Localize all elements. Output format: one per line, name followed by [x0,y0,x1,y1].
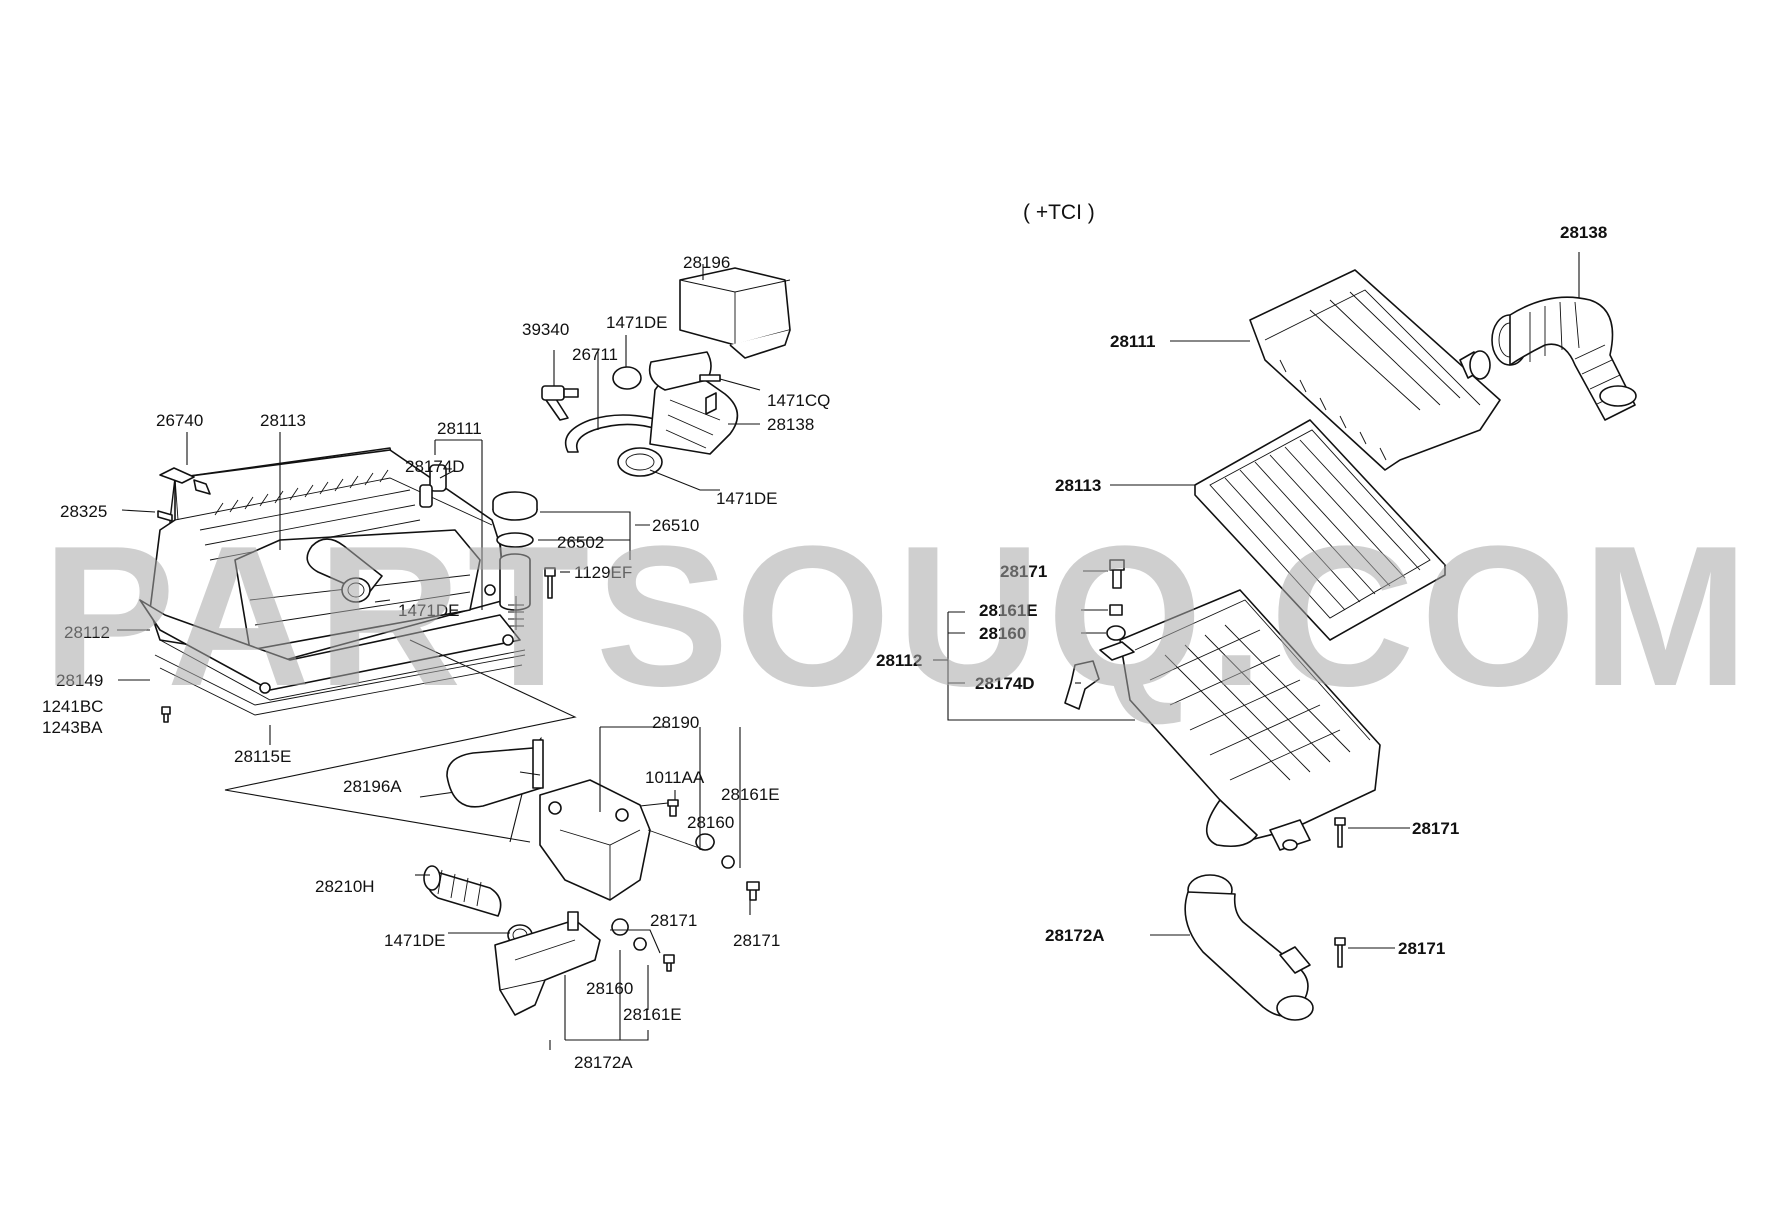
label-1241bc: 1241BC [42,697,103,716]
label-28196a: 28196A [343,777,402,796]
label-28171-a: 28171 [733,931,780,950]
label-26740: 26740 [156,411,203,430]
bracket-28190 [539,779,651,901]
label-28174d: 28174D [405,457,465,476]
screw-1011aa [667,799,679,817]
label-r-28113: 28113 [1055,476,1101,495]
duct-28172a-right [1184,874,1314,1021]
upper-cover-28111 [1249,269,1501,471]
label-1243ba: 1243BA [42,718,103,737]
bolt-1241bc [161,706,171,723]
label-1471cq: 1471CQ [767,391,830,410]
label-28171-b: 28171 [650,911,697,930]
label-26502: 26502 [557,533,604,552]
label-28113: 28113 [260,411,306,430]
label-28161e-b: 28161E [623,1005,682,1024]
left-assembly [117,264,791,1050]
label-28160-b: 28160 [586,979,633,998]
label-28190: 28190 [652,713,699,732]
label-r-28171-top: 28171 [1000,562,1047,581]
label-r-28112: 28112 [876,651,922,670]
sensor-39340 [541,385,579,401]
label-39340: 39340 [522,320,569,339]
bolt-28171-top [1109,559,1125,589]
label-1471de-mid: 1471DE [398,601,459,620]
label-1471de-top: 1471DE [606,313,667,332]
collar-28161e-b [633,937,647,951]
lower-case-28112 [1119,589,1381,851]
sensor-26740 [159,467,211,495]
label-r-28171-mid: 28171 [1412,819,1459,838]
right-assembly [933,252,1637,1021]
label-28115e: 28115E [234,747,291,766]
resonator-28196 [679,267,791,359]
bolt-28171-b [663,954,675,972]
label-28210h: 28210H [315,877,375,896]
label-1129ef: 1129EF [574,563,632,582]
label-28161e-a: 28161E [721,785,780,804]
label-r-28172a: 28172A [1045,926,1105,945]
label-28111: 28111 [437,419,482,438]
tab-28174d [1099,641,1135,661]
label-r-28111: 28111 [1110,332,1155,351]
bolt-28171-a [746,881,760,901]
label-r-28174d: 28174D [975,674,1035,693]
duct-28196a [446,736,544,808]
label-r-28161e: 28161E [979,601,1038,620]
grommet-28160-b [611,918,629,936]
variant-label: ( +TCI ) [1023,201,1095,224]
label-28160-a: 28160 [687,813,734,832]
label-r-28171-low: 28171 [1398,939,1445,958]
grommet-28160-right [1106,625,1126,641]
label-28325: 28325 [60,502,107,521]
intake-hose-28138 [617,351,739,477]
label-26711: 26711 [572,345,618,364]
label-28196: 28196 [683,253,730,272]
label-1471de-low: 1471DE [384,931,445,950]
collar-28161e-right [1109,604,1123,616]
bolt-28171-mid [1334,817,1346,848]
label-26510: 26510 [652,516,699,535]
right-labels: ( +TCI ) 28138 28111 28113 28171 28161E … [876,201,1607,958]
air-cleaner-housing [139,447,526,716]
grommet-28160-a [695,833,715,851]
label-28172a: 28172A [574,1053,633,1072]
label-r-28160: 28160 [979,624,1026,643]
bolt-1129ef [544,567,556,599]
bracket-28174d [1064,660,1100,710]
left-labels: 26740 28113 28325 28111 28174D 39340 267… [42,253,830,1072]
watermark: PARTSOUQ.COM [42,505,1755,728]
label-28112: 28112 [64,623,110,642]
duct-28172a [494,911,601,1016]
label-28149: 28149 [56,671,103,690]
hose-28210h [423,865,502,917]
clamp-1471de-top [612,366,642,390]
intake-hose-28138-right [1491,296,1637,421]
label-1011aa: 1011AA [645,768,705,787]
clamp-1471cq [699,374,721,382]
hose-26711 [545,395,659,453]
bolt-28171-low [1334,937,1346,968]
plug-28325 [157,510,173,522]
label-r-28138: 28138 [1560,223,1607,242]
label-1471de-right: 1471DE [716,489,777,508]
collar-28161e-a [721,855,735,869]
filter-element-28113 [1194,419,1446,641]
label-28138: 28138 [767,415,814,434]
cap-26510 [492,491,538,630]
